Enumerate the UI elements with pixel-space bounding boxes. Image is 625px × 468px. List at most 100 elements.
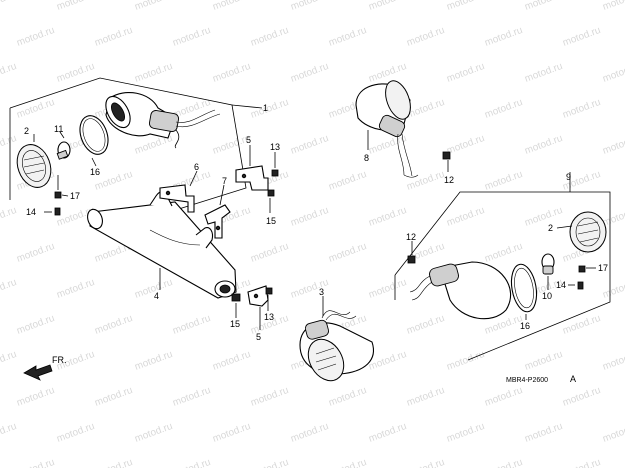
- watermark-text: motod.ru: [483, 241, 524, 265]
- watermark-text: motod.ru: [171, 385, 212, 409]
- callout-9: 9: [566, 172, 571, 182]
- watermark-text: motod.ru: [289, 205, 330, 229]
- watermark-text: motod.ru: [601, 349, 625, 373]
- watermark-text: motod.ru: [0, 421, 18, 445]
- stay-bracket-lower: [204, 204, 231, 239]
- diagram-code: MBR4-P2600: [506, 377, 548, 384]
- callout-5: 5: [246, 135, 251, 145]
- watermark-text: motod.ru: [289, 421, 330, 445]
- watermark-text: motod.ru: [171, 25, 212, 49]
- watermark-text: motod.ru: [93, 385, 134, 409]
- callout-12: 12: [444, 175, 454, 185]
- watermark-text: motod.ru: [601, 277, 625, 301]
- watermark-text: motod.ru: [211, 421, 252, 445]
- watermark-text: motod.ru: [483, 169, 524, 193]
- watermark-text: motod.ru: [15, 457, 56, 468]
- watermark-text: motod.ru: [405, 25, 446, 49]
- watermark-text: motod.ru: [15, 313, 56, 337]
- bolt-icon: [267, 189, 275, 197]
- watermark-text: motod.ru: [445, 133, 486, 157]
- watermark-text: motod.ru: [211, 0, 252, 13]
- watermark-text: motod.ru: [445, 349, 486, 373]
- callout-6: 6: [194, 162, 199, 172]
- watermark-text: motod.ru: [523, 133, 564, 157]
- watermark-text: motod.ru: [405, 385, 446, 409]
- watermark-text: motod.ru: [327, 169, 368, 193]
- assembly-front-right: 9 2 12 17 14 10 16: [394, 172, 611, 361]
- bulb-icon: [56, 141, 71, 160]
- watermark-text: motod.ru: [405, 313, 446, 337]
- callout-11: 11: [54, 124, 63, 134]
- watermark-text: motod.ru: [171, 313, 212, 337]
- watermark-text: motod.ru: [327, 457, 368, 468]
- watermark-text: motod.ru: [327, 385, 368, 409]
- callout-16-right: 16: [520, 321, 530, 331]
- callout-2-right: 2: [548, 223, 553, 233]
- watermark-text: motod.ru: [367, 205, 408, 229]
- bolt-icon: [265, 287, 273, 295]
- callout-14-right: 14: [556, 280, 566, 290]
- watermark-text: motod.ru: [561, 313, 602, 337]
- watermark-text: motod.ru: [211, 349, 252, 373]
- callout-5-lower: 5: [256, 332, 261, 342]
- watermark-text: motod.ru: [523, 0, 564, 13]
- watermark-text: motod.ru: [249, 457, 290, 468]
- watermark-text: motod.ru: [367, 277, 408, 301]
- watermark-text: motod.ru: [249, 385, 290, 409]
- callout-4: 4: [154, 291, 159, 301]
- watermark-text: motod.ru: [561, 25, 602, 49]
- turn-signal-rear-right: 8 12: [355, 80, 454, 185]
- watermark-text: motod.ru: [0, 205, 18, 229]
- front-direction-arrow: FR.: [23, 355, 67, 381]
- watermark-text: motod.ru: [601, 61, 625, 85]
- plate-bracket: [235, 165, 269, 191]
- watermark-text: motod.ru: [0, 0, 18, 13]
- callout-7: 7: [222, 176, 227, 186]
- callout-13-lower: 13: [264, 312, 274, 322]
- watermark-text: motod.ru: [133, 0, 174, 13]
- bolt-icon: [442, 151, 451, 160]
- watermark-text: motod.ru: [133, 61, 174, 85]
- assembly-front-left: 1 2 11 16 17 14: [9, 77, 268, 229]
- bolt-icon: [407, 255, 416, 264]
- turn-signal-lens: [16, 144, 52, 188]
- watermark-text: motod.ru: [367, 61, 408, 85]
- watermark-text: motod.ru: [483, 97, 524, 121]
- bolt-icon: [271, 169, 279, 177]
- direction-label: FR.: [52, 355, 67, 365]
- watermark-text: motod.ru: [133, 421, 174, 445]
- watermark-text: motod.ru: [0, 61, 18, 85]
- watermark-text: motod.ru: [445, 421, 486, 445]
- watermark-text: motod.ru: [55, 421, 96, 445]
- bolt-icon: [231, 293, 241, 302]
- watermark-text: motod.ru: [523, 205, 564, 229]
- screw-icon: [54, 175, 62, 216]
- watermark-text: motod.ru: [55, 277, 96, 301]
- watermark-text: motod.ru: [561, 385, 602, 409]
- watermark-text: motod.ru: [93, 25, 134, 49]
- diagram-variant: A: [570, 374, 576, 384]
- watermark-text: motod.ru: [367, 0, 408, 13]
- callout-14: 14: [26, 207, 36, 217]
- watermark-text: motod.ru: [561, 457, 602, 468]
- watermark-text: motod.ru: [561, 97, 602, 121]
- watermark-text: motod.ru: [483, 385, 524, 409]
- callout-3: 3: [319, 287, 324, 297]
- watermark-text: motod.ru: [601, 0, 625, 13]
- callout-17-right: 17: [598, 263, 608, 273]
- watermark-text: motod.ru: [601, 421, 625, 445]
- plate-bracket-lower: [247, 285, 269, 307]
- callout-13: 13: [270, 142, 280, 152]
- watermark-text: motod.ru: [211, 61, 252, 85]
- watermark-text: motod.ru: [289, 0, 330, 13]
- watermark-text: motod.ru: [601, 133, 625, 157]
- watermark-text: motod.ru: [15, 241, 56, 265]
- watermark-text: motod.ru: [327, 241, 368, 265]
- watermark-text: motod.ru: [445, 205, 486, 229]
- turn-signal-housing: [105, 92, 221, 149]
- watermark-text: motod.ru: [15, 97, 56, 121]
- callout-15-lower: 15: [230, 319, 240, 329]
- callout-16: 16: [90, 167, 100, 177]
- mounting-bar-assembly: 5 13 6 7 15 4 15 13 5: [87, 135, 280, 342]
